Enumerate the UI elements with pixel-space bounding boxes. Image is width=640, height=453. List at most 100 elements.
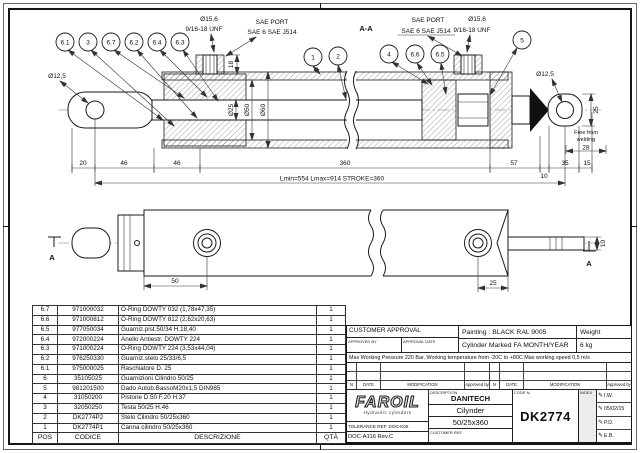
code-value: DK2774 (520, 408, 571, 424)
port-spec-label: SAE 6 SAE J514 (247, 29, 297, 36)
bom-code: 35105025 (57, 373, 119, 385)
bom-desc: Canna cilindro 50/25x360 (118, 422, 317, 434)
balloon-label: 6.7 (106, 40, 115, 47)
dim-label: 10 (600, 240, 607, 248)
balloon-label: 5 (520, 38, 524, 45)
bom-code: 977050034 (57, 324, 119, 336)
bom-pos: 6.2 (32, 353, 58, 365)
revision-cell (607, 372, 631, 381)
revision-cell (465, 363, 490, 372)
bom-code: DK2774P1 (57, 422, 119, 434)
description-label: DESCRIPTION (430, 390, 458, 395)
balloon: 3 (78, 32, 98, 52)
dim-label: 57 (510, 160, 518, 167)
bom-desc: Pistone D.50 F.20 H.37 (118, 393, 317, 404)
revision-cell (381, 372, 465, 381)
bom-qty: 1 (316, 344, 346, 355)
description-cell: DESCRIPTION DANITECH Cilynder 50/25x360 … (429, 390, 513, 442)
dim-label: 25 (489, 280, 497, 287)
bom-qty: 1 (316, 373, 346, 385)
dim-label: 20 (79, 160, 87, 167)
balloon: 6.4 (147, 32, 167, 52)
revision-header: N (490, 381, 500, 389)
pencil-icon: ✎ (598, 406, 604, 413)
code-label: CODE N. (514, 390, 531, 395)
bom-pos: 1 (32, 422, 58, 434)
bom-pos: 2 (32, 412, 58, 424)
revision-cell (607, 363, 631, 372)
bom-pos: 6 (32, 373, 58, 385)
revision-header: MODIFICATION (524, 381, 607, 389)
faroil-logo: FAROIL (355, 394, 420, 411)
revision-cell (490, 372, 500, 381)
registration-tick (320, 443, 321, 450)
bom-pos: 6.1 (32, 363, 58, 375)
revision-header: N (347, 381, 357, 389)
section-view: 6.1 3 6.7 6.2 6.4 6.3 1 2 4 6.6 6.5 5 Ø1… (48, 16, 607, 186)
bom-desc: Guarniz.pist.50/34 H.18,40 (118, 324, 317, 336)
balloon-label: 1 (311, 55, 315, 62)
port-spec-label: SAE 6 SAE J514 (401, 28, 451, 35)
port-dia-label: Ø15,6 (200, 16, 218, 23)
revision-cell (357, 363, 381, 372)
bom-qty: 1 (316, 334, 346, 346)
technical-drawing: 6.1 3 6.7 6.2 6.4 6.3 1 2 4 6.6 6.5 5 Ø1… (48, 16, 607, 292)
balloon-label: 4 (387, 52, 391, 59)
dim-label: 50 (171, 278, 179, 285)
bom-code: 972000224 (57, 334, 119, 346)
port-thread-label: 9/16-18 UNF (185, 26, 222, 33)
dim-label: 25 (593, 106, 600, 114)
weld-note: welding (576, 137, 596, 143)
sign-row: ✎P.D. (597, 417, 631, 430)
revision-cell (347, 363, 357, 372)
dim-label: 360 (340, 160, 351, 167)
piston-nut (457, 93, 489, 127)
logo-cell: FAROIL Hydraulic cylinders TOLERANCE REF… (347, 390, 429, 442)
bom-desc: O-Ring DOWTY 224 (3,53x44,04) (118, 344, 317, 355)
sign-text: 05/02/15 (604, 406, 625, 413)
revision-cell (500, 363, 524, 372)
logo-subtitle: Hydraulic cylinders (363, 410, 412, 415)
bom-code: 976250330 (57, 353, 119, 365)
index-label: INDEX (580, 390, 593, 395)
balloon: 6.6 (405, 44, 425, 64)
bom-qty: 1 (316, 383, 346, 395)
index-cell: INDEX (579, 390, 597, 442)
bom-code: 971000224 (57, 344, 119, 355)
bom-pos: 5 (32, 383, 58, 395)
side-view: A A 50 (48, 209, 607, 292)
bom-desc: Raschiatore D. 25 (118, 363, 317, 375)
registration-tick (3, 226, 10, 227)
balloon-label: 6.4 (152, 40, 161, 47)
balloon-label: 6.6 (410, 52, 419, 59)
balloon: 5 (512, 30, 532, 50)
painting-cell: Painting : BLACK RAL 9005 Cylinder Marke… (459, 326, 577, 352)
customer-approval-cell: CUSTOMER APPROVAL APPROVED BY APPROVAL D… (347, 326, 459, 352)
dim-label: 35 (561, 160, 569, 167)
revision-header: Approved by (607, 382, 631, 387)
bom-pos: 4 (32, 393, 58, 404)
dim-label: Ø25 (228, 103, 235, 116)
approval-date-label: APPROVAL DATE (403, 339, 436, 344)
registration-tick (630, 226, 637, 227)
revision-cell (357, 372, 381, 381)
port-name-label: SAE PORT (412, 17, 445, 24)
bom-desc: Stelo Cilindro 50/25x360 (118, 412, 317, 424)
bom-desc: Testa 50/25 H.46 (118, 402, 317, 414)
bom-desc: O-Ring DOWTY 032 (1,78x47,35) (118, 305, 317, 316)
bom-desc: Guarniz.stelo 25/33/6,5 (118, 353, 317, 365)
dim-label: 46 (120, 160, 128, 167)
dim-label: 10 (540, 173, 548, 180)
doc-ref: DOC-A116 Rev.C (347, 431, 428, 442)
